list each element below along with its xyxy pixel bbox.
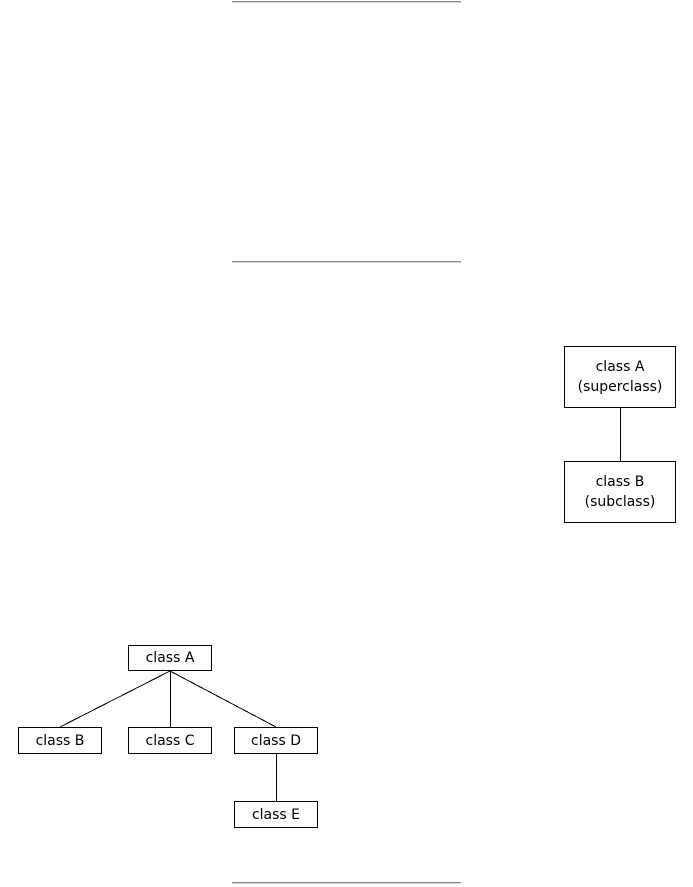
tree-node-child-1: class B (18, 727, 102, 754)
tree-node-child-3-label: class D (251, 732, 301, 749)
tree-node-grandchild: class E (234, 801, 318, 828)
node-subclass: class B (subclass) (564, 461, 676, 523)
top-divider (232, 1, 461, 3)
tree-node-child-2: class C (128, 727, 212, 754)
node-subclass-name: class B (595, 474, 645, 490)
tree-node-root-label: class A (145, 650, 195, 666)
node-superclass-role: (superclass) (577, 379, 663, 395)
tree-node-root: class A (128, 645, 212, 671)
tree-node-grandchild-label: class E (251, 806, 301, 823)
node-superclass-name: class A (595, 359, 645, 375)
edge-a-b (59, 670, 171, 728)
node-subclass-role: (subclass) (584, 494, 656, 510)
middle-divider (232, 261, 461, 263)
node-superclass: class A (superclass) (564, 346, 676, 408)
tree-node-child-3: class D (234, 727, 318, 754)
tree-node-child-1-label: class B (35, 732, 85, 749)
edge-a-d (169, 670, 277, 728)
bottom-divider (232, 882, 461, 884)
tree-node-child-2-label: class C (145, 732, 195, 749)
